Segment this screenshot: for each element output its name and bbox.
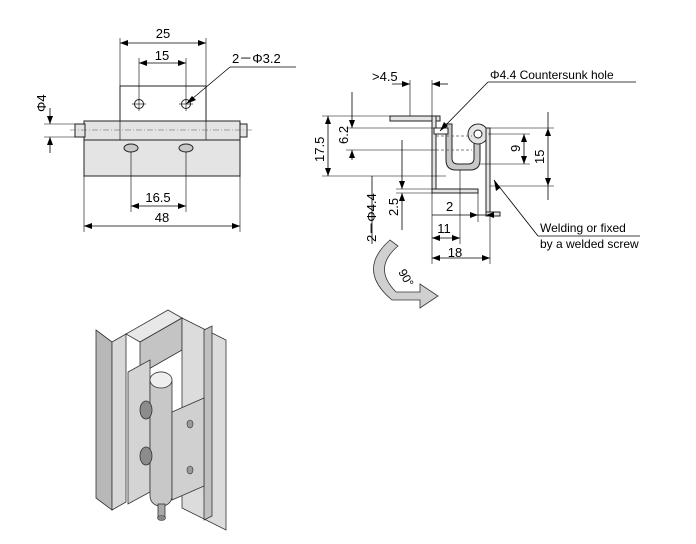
dim-countersunk-label: Φ4.4 Countersunk hole <box>490 68 614 82</box>
side-bottom-flange <box>431 188 479 194</box>
dim-2-label: 2 <box>446 199 453 214</box>
dim-25-label: 25 <box>156 26 170 41</box>
iso-hole-upper-icon <box>139 400 153 420</box>
dim-offset-label: 6.2 <box>336 126 351 144</box>
dim-16-5-label: 16.5 <box>145 190 170 205</box>
iso-hole-right-upper-icon <box>186 419 194 429</box>
dim-2-5-label: 2.5 <box>386 198 401 216</box>
dim-pin-dia-label: Φ4 <box>34 94 49 112</box>
rotation-arrow-icon <box>373 239 439 309</box>
front-pin-right <box>239 123 248 138</box>
dim-side-holes-label: 2－Φ4.4 <box>364 193 379 242</box>
isometric-view <box>95 309 227 531</box>
front-lower-hole-left <box>123 143 139 153</box>
iso-door-face <box>111 333 127 511</box>
dim-18-label: 18 <box>448 245 462 260</box>
rotation-label: 90° <box>395 267 416 290</box>
iso-hinge-leaf-left <box>127 359 151 505</box>
dim-height-label: 17.5 <box>312 137 327 162</box>
dim-15-label: 15 <box>155 48 169 63</box>
side-top-flange <box>389 115 441 122</box>
front-view: 25 15 2－Φ3.2 Φ4 16.5 48 <box>34 26 296 232</box>
note-welding-line2: by a welded screw <box>540 237 639 251</box>
dim-15-label: 15 <box>532 150 547 164</box>
side-pin <box>473 129 483 139</box>
iso-hole-right-lower-icon <box>186 465 194 475</box>
iso-pin-end <box>157 515 166 521</box>
side-frame-plate <box>485 127 491 217</box>
dim-11-label: 11 <box>437 221 451 236</box>
iso-hole-lower-icon <box>139 446 153 466</box>
dim-clearance-label: >4.5 <box>372 69 398 84</box>
side-countersunk-hole <box>433 127 449 135</box>
side-view: >4.5 Φ4.4 Countersunk hole 17.5 6.2 9 <box>312 68 640 309</box>
front-lower-leaf <box>83 139 241 177</box>
iso-door-edge <box>95 329 113 511</box>
front-barrel <box>83 120 241 141</box>
iso-hinge-barrel <box>149 371 173 507</box>
note-welding-line1: Welding or fixed <box>540 221 626 235</box>
front-pin-left <box>74 123 86 138</box>
iso-hinge-leaf-right <box>171 397 205 501</box>
dim-2-holes-label: 2－Φ3.2 <box>232 51 281 66</box>
front-lower-hole-right <box>178 143 194 153</box>
dim-48-label: 48 <box>155 210 169 225</box>
iso-barrel-top <box>149 371 173 389</box>
dim-9-label: 9 <box>508 145 523 152</box>
iso-wall-edge <box>203 325 213 521</box>
